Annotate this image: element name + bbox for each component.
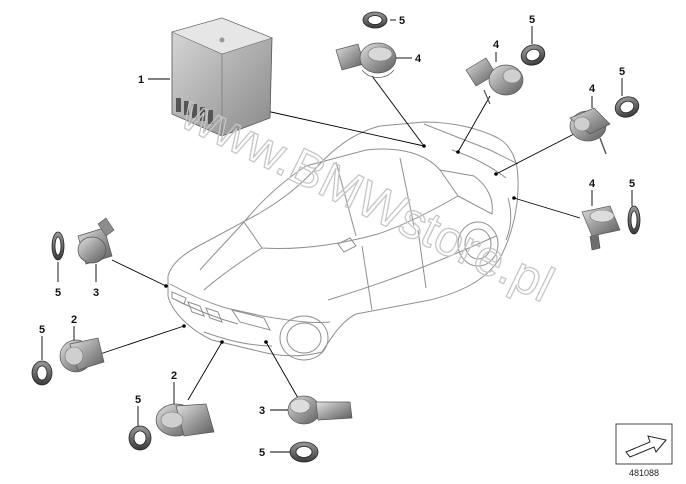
callout-5-left-lower: 5 xyxy=(39,324,45,336)
sensor-part-2-bottom xyxy=(155,403,215,437)
ring-upper-right xyxy=(520,44,546,66)
sensor-part-4-middle-right xyxy=(569,107,611,155)
control-unit-part xyxy=(171,17,273,137)
ring-middle-right xyxy=(614,96,640,118)
callout-4-lower-right: 4 xyxy=(589,178,596,190)
sensor-part-3-bottom xyxy=(287,395,353,425)
callout-5-lower-right: 5 xyxy=(629,178,635,190)
callout-3-bottom: 3 xyxy=(259,405,265,417)
callout-2-bottom: 2 xyxy=(171,370,177,382)
ring-right-lower xyxy=(627,205,641,235)
sensor-part-4-lower-right xyxy=(581,205,621,251)
sensor-part-3-left xyxy=(77,217,115,265)
callout-4-upper-right: 4 xyxy=(493,39,500,51)
callout-5-left-upper: 5 xyxy=(55,287,61,299)
callout-5-bottom-center: 5 xyxy=(259,447,265,459)
callout-labels: 1 5 4 5 4 5 4 4 5 5 3 5 2 2 5 3 5 xyxy=(39,14,635,459)
diagram-number: 481088 xyxy=(629,468,659,478)
sensor-part-2-left xyxy=(59,337,105,373)
callout-5-middle-right: 5 xyxy=(619,66,625,78)
callout-5-upper-right: 5 xyxy=(529,14,535,26)
reference-arrow-icon xyxy=(615,423,673,465)
callout-4-middle-right: 4 xyxy=(589,83,596,95)
rings-part-5 xyxy=(31,11,641,463)
ring-left-lower xyxy=(31,360,53,386)
callout-4-top-center: 4 xyxy=(415,53,422,65)
ring-left-upper xyxy=(51,231,65,261)
callout-5-bottom-left: 5 xyxy=(135,394,141,406)
leader-lines xyxy=(99,75,581,401)
callout-leaders xyxy=(41,19,633,453)
ring-bottom-center xyxy=(289,441,319,463)
callout-2-left: 2 xyxy=(71,314,77,326)
sensor-part-4-upper-right xyxy=(465,57,524,105)
callout-1: 1 xyxy=(138,74,144,86)
callout-3-left: 3 xyxy=(93,287,99,299)
callout-5-top-center: 5 xyxy=(399,15,405,27)
ring-bottom-left xyxy=(128,425,152,451)
ring-top-center xyxy=(362,11,388,29)
sensor-part-4-top xyxy=(335,42,397,78)
attachment-points xyxy=(164,144,516,344)
